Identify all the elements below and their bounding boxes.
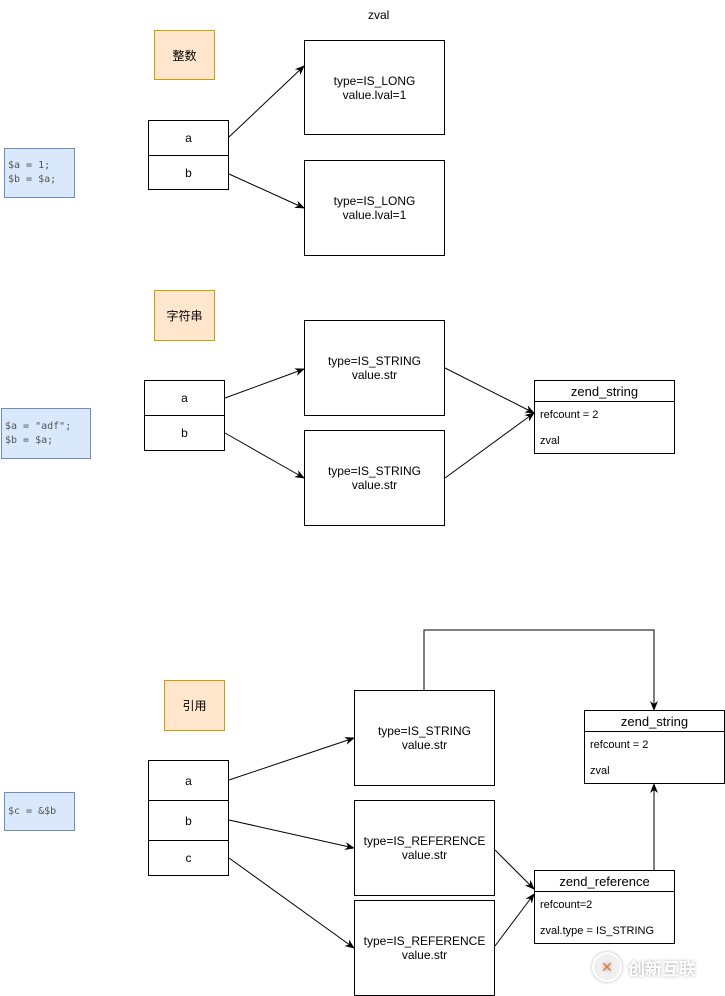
zval-value: value.str	[351, 368, 398, 382]
code-line: $a = 1;	[8, 160, 51, 171]
pointer-arrow	[444, 412, 535, 479]
zval-row: zval	[540, 435, 560, 447]
zval-type: type=IS_STRING	[377, 724, 472, 738]
zval-box: type=IS_LONG value.lval=1	[304, 160, 445, 256]
code-line: $c = &$b	[8, 805, 57, 817]
code-line: $b = $a;	[5, 434, 54, 446]
pointer-arrow	[228, 819, 355, 850]
section-label-reference: 引用	[164, 680, 225, 731]
zend-string-header: zend_string	[535, 381, 674, 402]
var-cell-b: b	[148, 800, 229, 841]
zval-value: value.str	[401, 738, 448, 752]
zval-box: type=IS_STRING value.str	[354, 690, 495, 786]
zval-value: value.lval=1	[342, 208, 407, 222]
refcount-row: refcount = 2	[540, 409, 599, 421]
pointer-arrow	[494, 893, 535, 947]
code-line: $b = $a;	[8, 174, 57, 185]
zval-box: type=IS_REFERENCE value.str	[354, 800, 495, 896]
zval-row: zval	[590, 765, 610, 777]
zval-type: type=IS_LONG	[333, 194, 416, 208]
pointer-arrow	[228, 173, 305, 209]
section-label-integer: 整数	[154, 30, 215, 80]
zval-box: type=IS_STRING value.str	[304, 430, 445, 526]
zval-value: value.str	[401, 948, 448, 962]
zval-box: type=IS_REFERENCE value.str	[354, 900, 495, 996]
zval-type: type=IS_REFERENCE	[363, 934, 486, 948]
zval-type: type=IS_STRING	[327, 464, 422, 478]
zval-value: value.lval=1	[342, 87, 407, 102]
zend-string-header: zend_string	[585, 711, 724, 732]
code-snippet-reference: $c = &$b	[4, 792, 75, 831]
watermark-text: 创新互联	[628, 959, 696, 979]
pointer-arrow	[228, 65, 305, 138]
pointer-arrow	[224, 432, 305, 479]
pointer-arrow	[228, 737, 355, 781]
zval-value: value.str	[351, 478, 398, 492]
var-cell-a: a	[144, 380, 225, 416]
zval-box: type=IS_STRING value.str	[304, 320, 445, 416]
code-line: $a = "adf";	[5, 420, 72, 432]
var-cell-a: a	[148, 120, 229, 156]
zval-type: type=IS_REFERENCE	[363, 834, 486, 848]
zend-reference-header: zend_reference	[535, 871, 674, 892]
zend-string-box: zend_string refcount = 2 zval	[584, 710, 725, 784]
code-snippet-string: $a = "adf"; $b = $a;	[1, 408, 91, 459]
pointer-arrow	[494, 849, 535, 890]
refcount-row: refcount=2	[540, 899, 593, 911]
pointer-arrow	[444, 367, 535, 414]
pointer-arrow	[224, 368, 305, 399]
zend-string-box: zend_string refcount = 2 zval	[534, 380, 675, 454]
section-label-string: 字符串	[154, 290, 215, 341]
var-cell-c: c	[148, 840, 229, 876]
zval-type-row: zval.type = IS_STRING	[540, 925, 655, 937]
logo-icon: ✕	[592, 952, 622, 982]
zval-box: type=IS_LONG value.lval=1	[304, 40, 445, 135]
diagram-title: zval	[368, 8, 390, 22]
zval-type: type=IS_STRING	[327, 354, 422, 368]
watermark: ✕ 创新互联	[592, 952, 696, 982]
var-cell-b: b	[144, 415, 225, 451]
zval-type: type=IS_LONG	[333, 73, 416, 88]
var-cell-b: b	[148, 155, 229, 190]
pointer-arrow	[228, 857, 355, 949]
pointer-arrow	[423, 629, 658, 711]
zend-reference-box: zend_reference refcount=2 zval.type = IS…	[534, 870, 675, 944]
refcount-row: refcount = 2	[590, 739, 649, 751]
zval-value: value.str	[401, 848, 448, 862]
code-snippet-integer: $a = 1; $b = $a;	[4, 148, 75, 198]
